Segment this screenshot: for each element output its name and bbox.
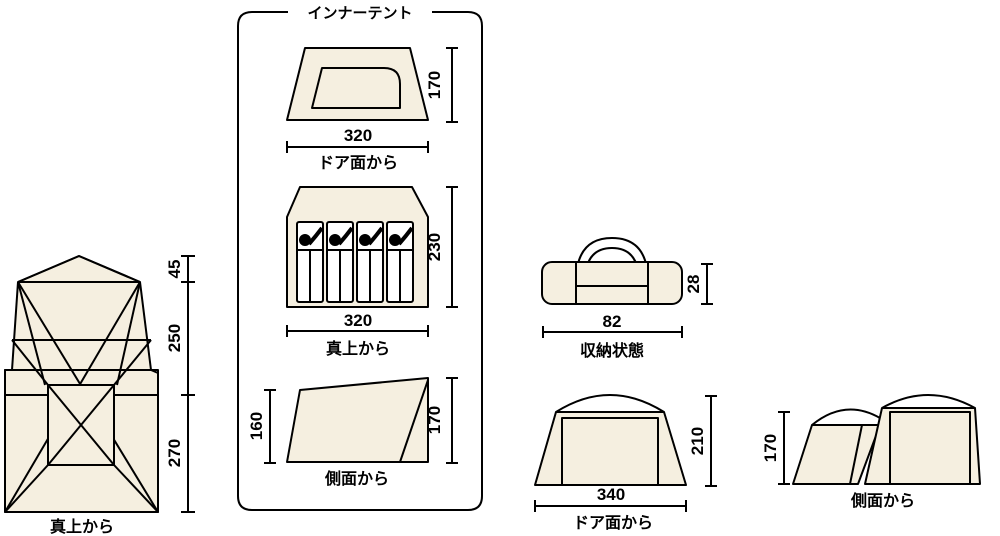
inner-top-width: 320 <box>344 311 372 330</box>
inner-tent-title: インナーテント <box>307 5 412 22</box>
door-face-caption: ドア面から <box>573 514 653 532</box>
inner-top-caption: 真上から <box>326 339 390 358</box>
sleeping-bag-4 <box>386 221 414 303</box>
door-face-height: 210 <box>688 427 707 455</box>
inner-door-caption: ドア面から <box>318 154 398 172</box>
sleeping-bag-3 <box>356 221 384 303</box>
packed-bag <box>541 237 713 338</box>
inner-door-height: 170 <box>425 71 444 99</box>
overall-dim-270: 270 <box>165 439 184 467</box>
packed-height: 28 <box>684 275 703 294</box>
overall-dim-45: 45 <box>165 260 184 279</box>
overall-top-caption: 真上から <box>50 517 114 536</box>
side-face-caption: 側面から <box>850 491 915 510</box>
packed-caption: 収納状態 <box>580 341 644 360</box>
inner-top-depth: 230 <box>425 233 444 261</box>
sleeping-bag-2 <box>326 221 354 303</box>
inner-top-view <box>286 186 458 337</box>
inner-side-front-height: 160 <box>247 412 266 440</box>
side-face-height: 170 <box>761 434 780 462</box>
sleeping-bag-1 <box>296 221 324 303</box>
overall-dim-250: 250 <box>165 324 184 352</box>
side-face-view <box>778 394 981 485</box>
overall-top-view <box>4 255 195 513</box>
inner-door-width: 320 <box>344 126 372 145</box>
packed-width: 82 <box>603 312 622 331</box>
inner-tent-frame <box>237 11 483 511</box>
door-face-view <box>534 394 717 512</box>
door-face-width: 340 <box>597 485 625 504</box>
inner-side-view <box>264 377 458 464</box>
inner-door-view <box>286 47 458 153</box>
inner-side-caption: 側面から <box>324 469 389 488</box>
inner-side-rear-height: 170 <box>425 406 444 434</box>
